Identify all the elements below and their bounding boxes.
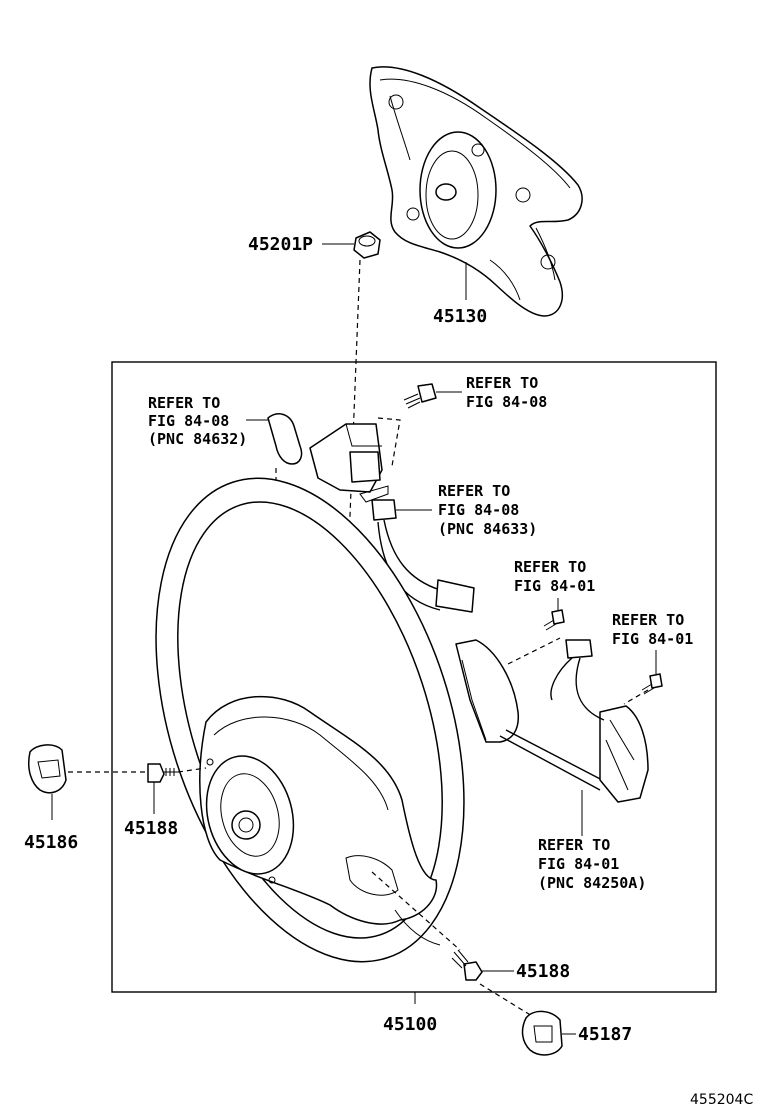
bolt-icon-right[interactable] bbox=[641, 673, 663, 695]
ref-b-line2: FIG 84-08 bbox=[466, 393, 547, 411]
screw-left-icon[interactable] bbox=[147, 763, 178, 783]
assembly-frame bbox=[111, 361, 717, 993]
screw-bottom-icon[interactable] bbox=[451, 949, 483, 981]
bolt-icon-upper[interactable] bbox=[403, 383, 437, 409]
ref-a: REFER TO FIG 84-08 (PNC 84632) bbox=[148, 394, 247, 448]
ref-e-line1: REFER TO bbox=[612, 611, 684, 629]
ref-b-line1: REFER TO bbox=[466, 374, 538, 392]
pad-switch-icon[interactable] bbox=[267, 413, 389, 503]
ref-c: REFER TO FIG 84-08 (PNC 84633) bbox=[438, 482, 537, 538]
ref-d: REFER TO FIG 84-01 bbox=[514, 558, 595, 595]
ref-f-line2: FIG 84-01 bbox=[538, 855, 619, 873]
ref-d-line1: REFER TO bbox=[514, 558, 586, 576]
ref-f-line1: REFER TO bbox=[538, 836, 610, 854]
cruise-switch-icon[interactable] bbox=[455, 639, 649, 803]
ref-e: REFER TO FIG 84-01 bbox=[612, 611, 693, 648]
label-45187: 45187 bbox=[578, 1024, 632, 1045]
ref-a-line2: FIG 84-08 bbox=[148, 412, 229, 430]
label-45100: 45100 bbox=[383, 1014, 437, 1035]
ref-c-line2: FIG 84-08 bbox=[438, 501, 519, 519]
nut-icon[interactable] bbox=[353, 231, 381, 259]
cover-bottom-icon[interactable] bbox=[521, 1010, 563, 1056]
figure-id: 455204C bbox=[690, 1092, 753, 1108]
cover-left-icon[interactable] bbox=[28, 744, 67, 794]
ref-c-line1: REFER TO bbox=[438, 482, 510, 500]
ref-f-line3: (PNC 84250A) bbox=[538, 874, 646, 892]
label-45130: 45130 bbox=[433, 306, 487, 327]
bolt-icon-mid[interactable] bbox=[543, 609, 565, 631]
steering-wheel-icon[interactable] bbox=[100, 439, 521, 1001]
ref-b: REFER TO FIG 84-08 bbox=[466, 374, 547, 411]
label-45201P: 45201P bbox=[248, 234, 313, 255]
ref-a-line1: REFER TO bbox=[148, 394, 220, 412]
ref-a-line3: (PNC 84632) bbox=[148, 430, 247, 448]
label-45188-bottom: 45188 bbox=[516, 961, 570, 982]
ref-d-line2: FIG 84-01 bbox=[514, 577, 595, 595]
ref-f: REFER TO FIG 84-01 (PNC 84250A) bbox=[538, 836, 646, 892]
label-45186: 45186 bbox=[24, 832, 78, 853]
label-45188-left: 45188 bbox=[124, 818, 178, 839]
ref-c-line3: (PNC 84633) bbox=[438, 520, 537, 538]
ref-e-line2: FIG 84-01 bbox=[612, 630, 693, 648]
airbag-module-icon[interactable] bbox=[369, 66, 583, 317]
